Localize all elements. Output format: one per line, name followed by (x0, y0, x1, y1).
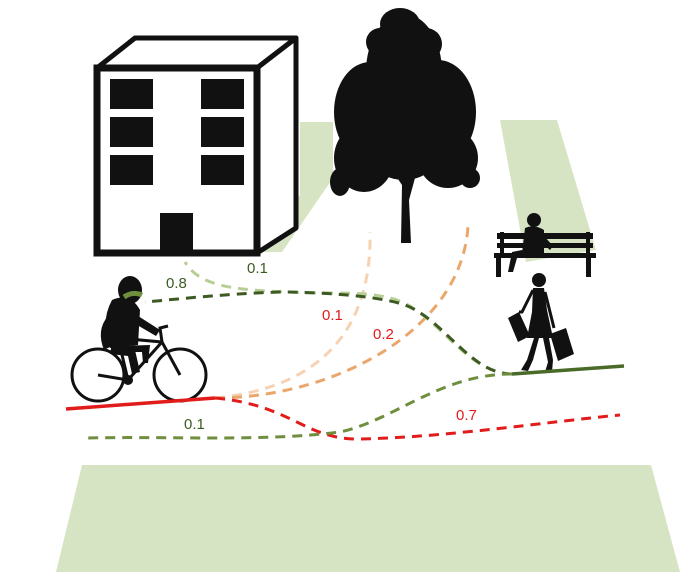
grass-bottom (56, 465, 680, 572)
prob-label-pedestrian-to-cyclist: 0.8 (166, 275, 187, 292)
cyclist-icon (70, 276, 208, 403)
person-on-bench-icon (494, 213, 596, 277)
grass-left-top (250, 122, 333, 252)
trajectory-cyclist-to-tree-light (214, 231, 372, 400)
building-icon (93, 35, 299, 257)
probability-labels: 0.8 0.1 0.1 0.2 0.1 0.7 (166, 260, 477, 433)
trajectory-pedestrian-to-cyclist-start (144, 290, 513, 376)
predicted-trajectories (87, 225, 621, 441)
trajectory-cyclist-straight-red (214, 396, 621, 441)
trajectory-pedestrian-lower-green (87, 372, 513, 440)
grass-areas (56, 120, 680, 572)
trajectory-cyclist-to-tree-orange (214, 225, 470, 400)
prob-label-cyclist-straight-red: 0.7 (456, 407, 477, 424)
trajectory-pedestrian-to-building (183, 261, 513, 376)
pedestrian-observed-track (511, 364, 625, 376)
prob-label-pedestrian-lower-green: 0.1 (184, 416, 205, 433)
tree-icon (330, 8, 480, 243)
grass-right-top (500, 120, 596, 262)
pedestrian-with-bags-icon (508, 273, 574, 372)
prob-label-cyclist-to-tree-orange: 0.2 (373, 326, 394, 343)
cyclist-observed-track (65, 396, 216, 411)
prob-label-cyclist-to-tree-light: 0.1 (322, 307, 343, 324)
bike-rear-wheel (70, 347, 126, 403)
prob-label-pedestrian-to-building: 0.1 (247, 260, 268, 277)
